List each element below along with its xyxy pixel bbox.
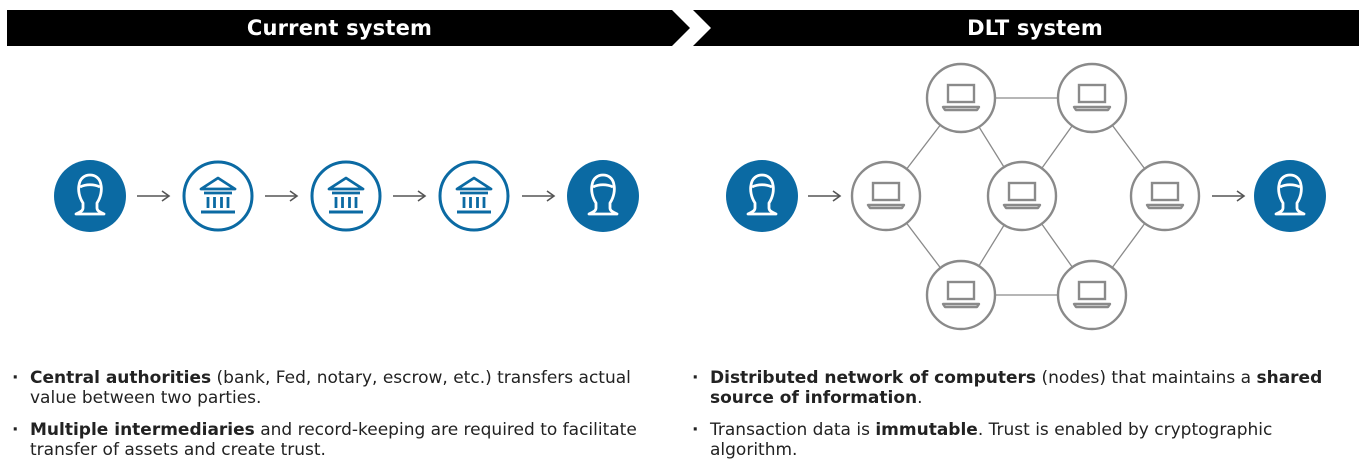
- bullet-text: and record-keeping are required to facil…: [30, 420, 637, 460]
- current-system-title: Current system: [246, 16, 433, 40]
- dlt-system-bullets: Distributed network of computers (nodes)…: [688, 368, 1356, 472]
- bullet-multiple-intermediaries: Multiple intermediaries and record-keepi…: [8, 420, 668, 460]
- bullet-bold: immutable: [875, 420, 978, 440]
- laptop-node-icon: [1056, 259, 1128, 331]
- arrow-right-icon: [521, 190, 555, 202]
- receiver-person-icon: [567, 160, 639, 232]
- laptop-node-icon: [986, 160, 1058, 232]
- receiver-person-icon: [1254, 160, 1326, 232]
- bullet-distributed-network: Distributed network of computers (nodes)…: [688, 368, 1356, 408]
- bullet-text: . Trust is enabled by cryptographic algo…: [710, 420, 1273, 460]
- laptop-node-icon: [1129, 160, 1201, 232]
- bullet-text: (bank, Fed, notary, escrow, etc.) transf…: [30, 368, 631, 408]
- laptop-node-icon: [1056, 62, 1128, 134]
- current-system-header: Current system: [7, 10, 690, 46]
- arrow-right-icon: [264, 190, 298, 202]
- laptop-node-icon: [850, 160, 922, 232]
- bullet-central-authorities: Central authorities (bank, Fed, notary, …: [8, 368, 668, 408]
- dlt-system-title: DLT system: [967, 16, 1103, 40]
- dlt-flow: [726, 62, 1326, 331]
- arrow-right-icon: [1211, 190, 1245, 202]
- bullet-immutable: Transaction data is immutable. Trust is …: [688, 420, 1356, 460]
- arrow-right-icon: [392, 190, 426, 202]
- bullet-bold: Distributed network of computers: [710, 368, 1037, 388]
- sender-person-icon: [726, 160, 798, 232]
- arrow-right-icon: [136, 190, 170, 202]
- bullet-bold: Multiple intermediaries: [30, 420, 255, 440]
- laptop-node-icon: [925, 259, 997, 331]
- bank-icon: [438, 160, 510, 232]
- bank-icon: [310, 160, 382, 232]
- sender-person-icon: [54, 160, 126, 232]
- bullet-text: Transaction data is: [710, 420, 876, 440]
- dlt-system-header: DLT system: [693, 10, 1359, 46]
- bank-icon: [182, 160, 254, 232]
- bullet-bold: shared source of information: [710, 368, 1323, 408]
- current-flow: [54, 160, 639, 232]
- bullet-text: (nodes) that maintains a: [1036, 368, 1257, 388]
- arrow-right-icon: [807, 190, 841, 202]
- laptop-node-icon: [925, 62, 997, 134]
- bullet-bold: Central authorities: [30, 368, 212, 388]
- current-system-bullets: Central authorities (bank, Fed, notary, …: [8, 368, 668, 472]
- bullet-text: .: [917, 388, 923, 408]
